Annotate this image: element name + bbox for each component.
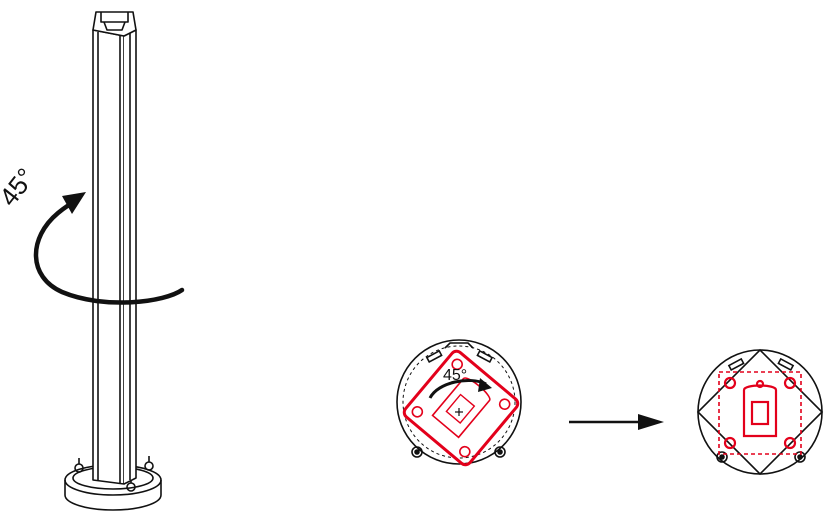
rotation-label-base: 45°: [443, 367, 467, 384]
rotation-arrow-icon: [33, 192, 185, 305]
rotation-label-main: 45°: [0, 162, 41, 211]
base-before-rotation: 45°: [396, 339, 522, 467]
post-shaft: [92, 11, 137, 485]
right-arrow-icon: [569, 414, 664, 430]
column-post: [64, 11, 162, 511]
base-after-rotation: [696, 348, 824, 476]
